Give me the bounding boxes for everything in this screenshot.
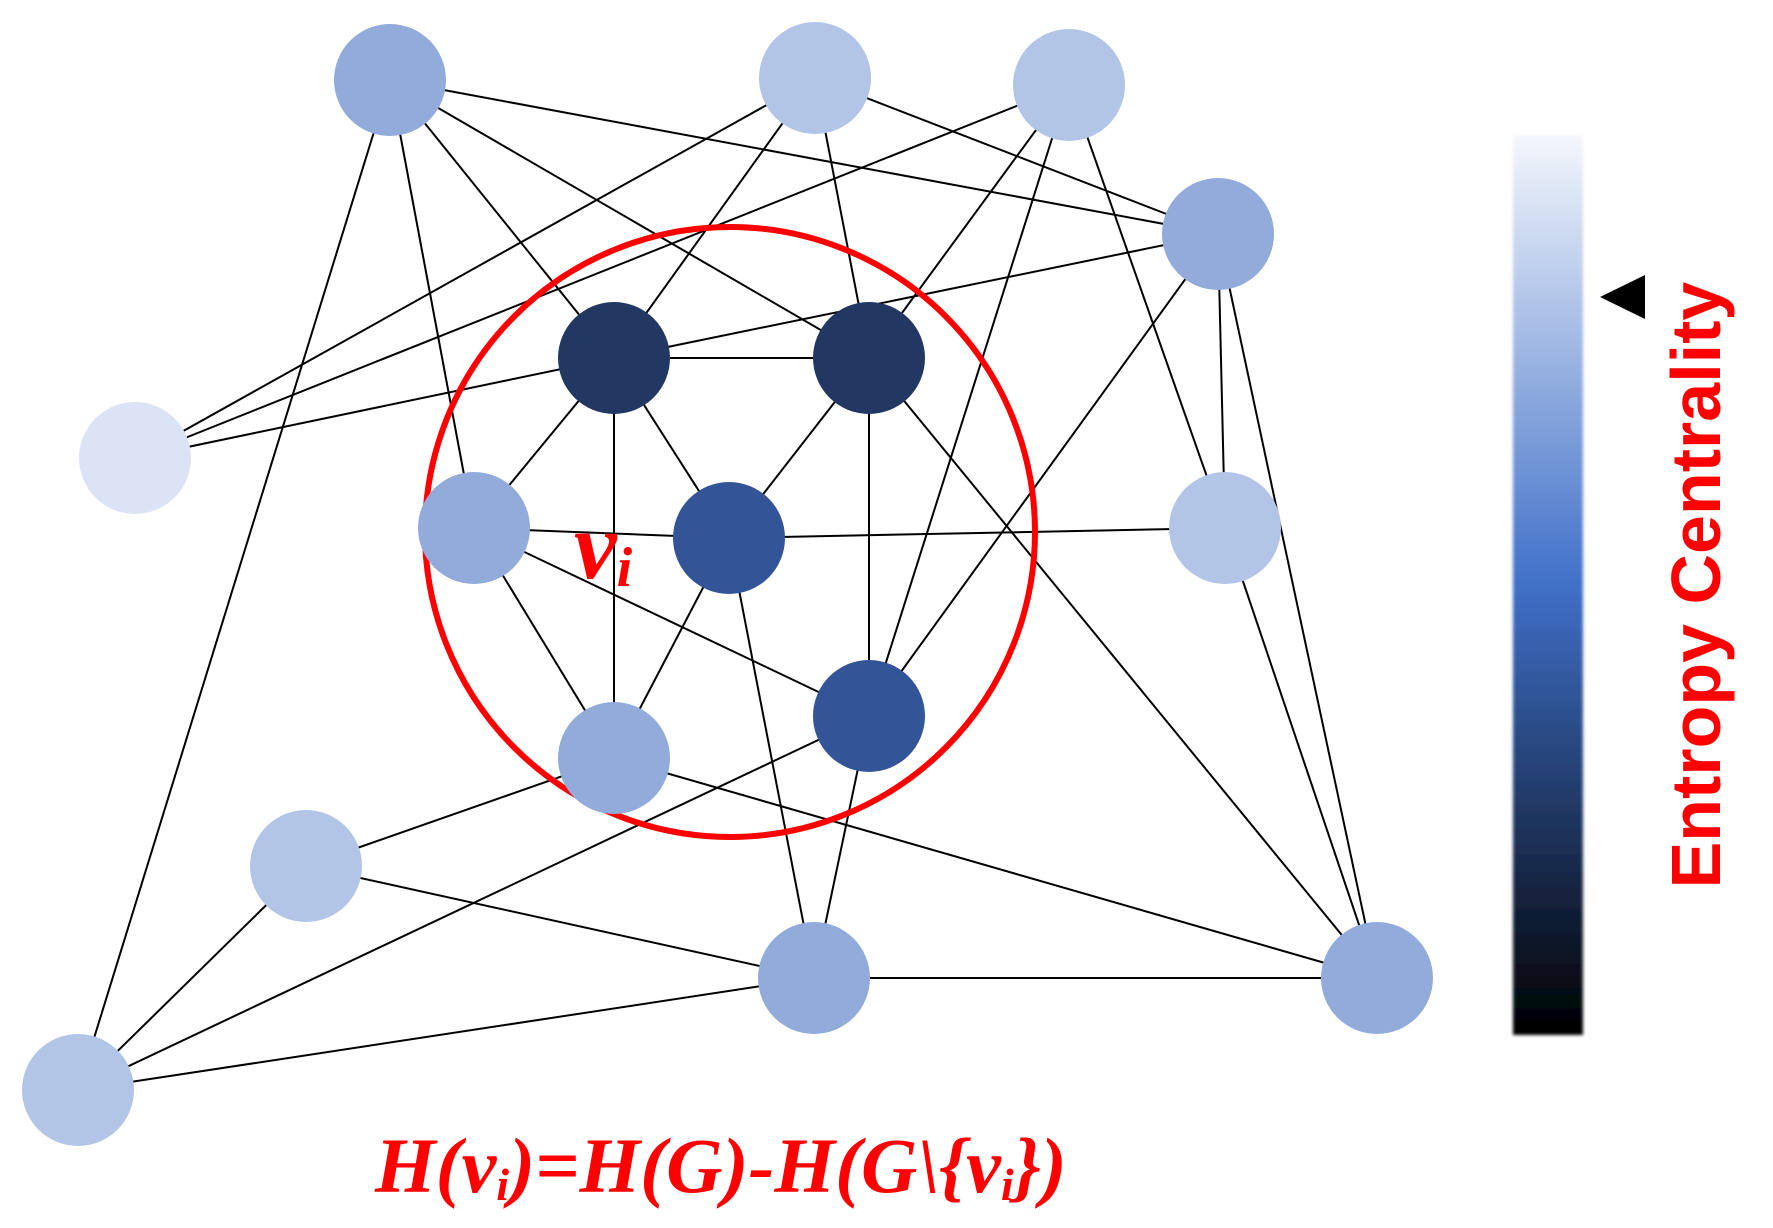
graph-edge xyxy=(134,357,615,459)
formula-rhs-var: v xyxy=(966,1122,1002,1209)
formula-lhs-var: v xyxy=(462,1122,498,1209)
graph-node xyxy=(759,22,871,134)
graph-node xyxy=(558,702,670,814)
graph-edge xyxy=(389,79,870,359)
graph-node xyxy=(673,482,785,594)
graph-edge xyxy=(868,357,1378,979)
graph-node xyxy=(813,302,925,414)
graph-node xyxy=(79,402,191,514)
entropy-formula: H(vi)=H(G)-H(G\{vi}) xyxy=(374,1122,1067,1210)
node-label-sub: i xyxy=(617,537,633,599)
graph-edge xyxy=(868,84,1070,717)
colorbar-label: Entropy Centrality xyxy=(1657,282,1735,889)
graph-node xyxy=(418,472,530,584)
graph-edge xyxy=(134,77,816,459)
graph-edge xyxy=(1224,527,1378,979)
graph-node xyxy=(758,922,870,1034)
graph-edge xyxy=(868,84,1070,359)
graph-nodes xyxy=(22,22,1433,1146)
graph-node xyxy=(1013,29,1125,141)
graph-edge xyxy=(134,84,1070,459)
graph-edge xyxy=(389,79,615,359)
graph-edge xyxy=(613,233,1219,359)
graph-node xyxy=(22,1034,134,1146)
graph-edge xyxy=(728,537,815,979)
graph-node xyxy=(1169,472,1281,584)
graph-edge xyxy=(389,79,475,529)
graph-edge xyxy=(728,527,1226,539)
graph-node xyxy=(1162,178,1274,290)
formula-rhs-sub: i xyxy=(1001,1159,1014,1210)
graph-edge xyxy=(305,865,815,979)
graph-edge xyxy=(77,977,815,1091)
colorbar-marker-icon xyxy=(1600,275,1645,319)
graph-node xyxy=(250,810,362,922)
node-label-var: v xyxy=(574,492,618,599)
node-label: vi xyxy=(574,492,633,599)
graph-node xyxy=(813,660,925,772)
colorbar xyxy=(1513,135,1583,1035)
graph-node xyxy=(558,302,670,414)
graph-edge xyxy=(1068,84,1226,529)
graph-edge xyxy=(1217,233,1378,979)
formula-rhs-b: }) xyxy=(1009,1122,1067,1209)
formula-rhs-a: )=H(G)-H(G\{ xyxy=(503,1122,971,1209)
formula-lhs-sub: i xyxy=(496,1159,509,1210)
graph-edge xyxy=(868,233,1219,717)
graph-node xyxy=(1321,922,1433,1034)
graph-edge xyxy=(77,79,391,1091)
graph-node xyxy=(334,24,446,136)
graph-edge xyxy=(613,757,1378,979)
graph-edge xyxy=(473,527,870,717)
formula-lhs-fn: H( xyxy=(374,1122,467,1209)
graph-edge xyxy=(613,77,816,359)
graph-edge xyxy=(389,79,1219,235)
